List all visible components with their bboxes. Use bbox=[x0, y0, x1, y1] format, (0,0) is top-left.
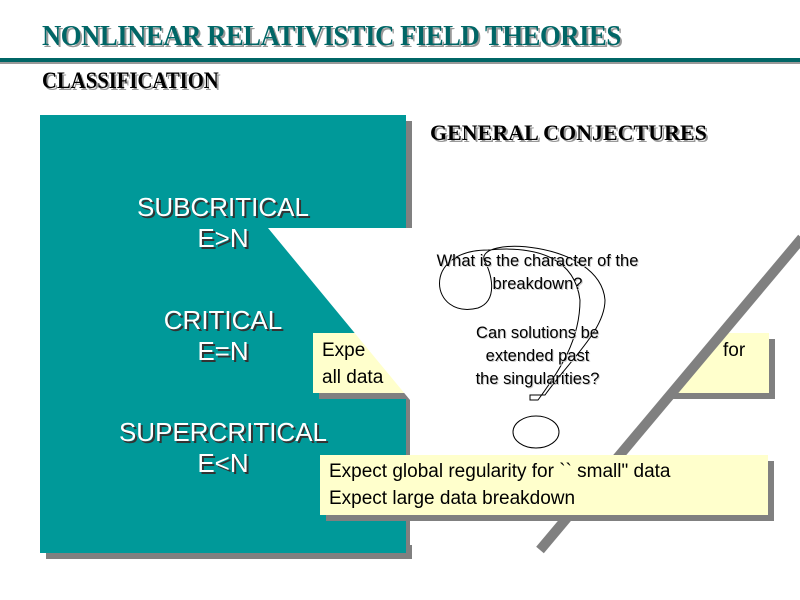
question-mark-dot-icon bbox=[512, 415, 560, 449]
class-subcritical: SUBCRITICAL E>N bbox=[40, 192, 406, 254]
class-relation: E<N bbox=[197, 448, 249, 478]
question-line: the singularities? bbox=[475, 370, 600, 388]
critical-text-fragment: Expe bbox=[322, 340, 366, 361]
class-relation: E>N bbox=[197, 223, 249, 253]
critical-text-fragment: all data bbox=[322, 367, 384, 388]
question-line: What is the character of the bbox=[436, 252, 639, 270]
slide-title: NONLINEAR RELATIVISTIC FIELD THEORIES bbox=[42, 20, 621, 52]
white-callout-shape bbox=[268, 228, 795, 545]
question-line: Can solutions be bbox=[476, 324, 599, 342]
class-relation: E=N bbox=[197, 336, 249, 366]
conjectures-heading: GENERAL CONJECTURES bbox=[430, 120, 707, 145]
question-line: breakdown? bbox=[492, 275, 583, 293]
class-critical: CRITICAL E=N bbox=[40, 305, 406, 367]
critical-text-fragment: for bbox=[723, 340, 746, 361]
class-name: SUBCRITICAL bbox=[137, 192, 309, 222]
conjecture-line: Expect large data breakdown bbox=[329, 488, 576, 509]
class-name: CRITICAL bbox=[163, 305, 283, 335]
class-supercritical: SUPERCRITICAL E<N bbox=[40, 417, 406, 479]
class-name: SUPERCRITICAL bbox=[118, 417, 328, 447]
question-line: extended past bbox=[485, 347, 590, 365]
title-divider bbox=[0, 58, 800, 62]
question-mark-icon bbox=[439, 245, 606, 401]
slide-subtitle: CLASSIFICATION bbox=[42, 68, 219, 93]
question-breakdown: What is the character of the breakdown? bbox=[390, 250, 685, 296]
conjecture-line: Expect global regularity for `` small" d… bbox=[329, 461, 671, 482]
question-extension: Can solutions be extended past the singu… bbox=[390, 322, 685, 391]
supercritical-conjecture-box: Expect global regularity for `` small" d… bbox=[320, 455, 768, 515]
